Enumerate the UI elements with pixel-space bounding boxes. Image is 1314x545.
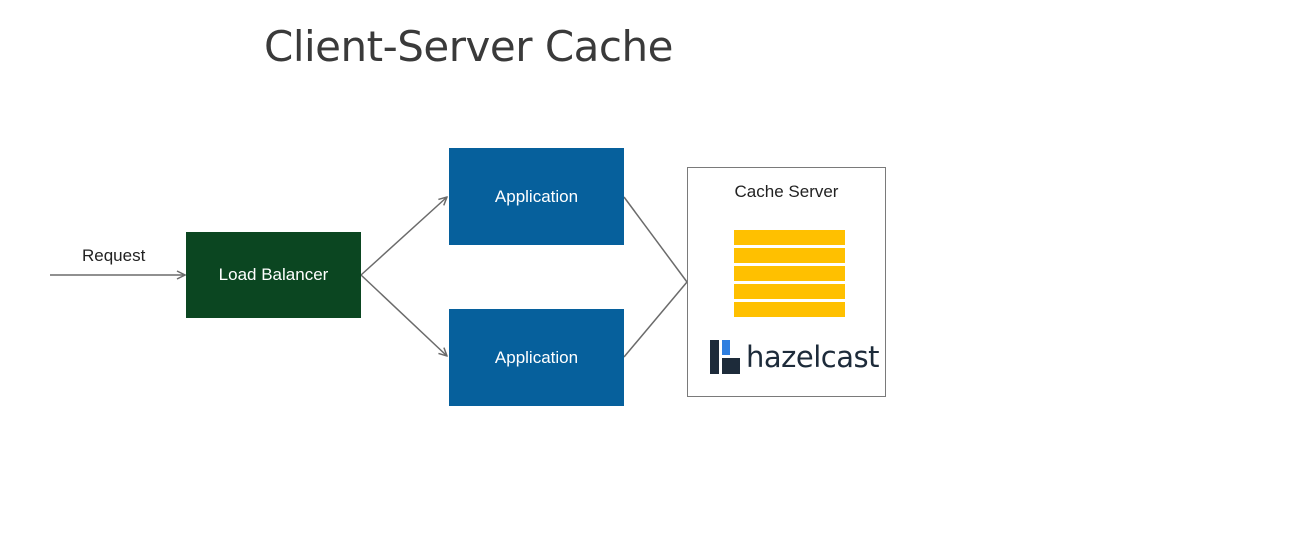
app2-to-cache-line xyxy=(623,281,688,358)
diagram-title: Client-Server Cache xyxy=(264,22,673,71)
application-node-2: Application xyxy=(449,309,624,406)
cache-data-stack xyxy=(734,230,845,320)
cache-stack-row xyxy=(734,266,845,281)
cache-stack-row xyxy=(734,248,845,263)
cache-server-node: Cache Server hazelcast xyxy=(687,167,886,397)
request-label: Request xyxy=(82,246,146,265)
hazelcast-logo-icon xyxy=(710,340,740,374)
cache-stack-row xyxy=(734,230,845,245)
load-balancer-label: Load Balancer xyxy=(218,265,329,284)
application-label: Application xyxy=(494,186,579,206)
lb-to-app2-arrow xyxy=(360,274,447,356)
hazelcast-logo: hazelcast xyxy=(710,340,879,374)
hazelcast-logo-text: hazelcast xyxy=(746,340,879,374)
load-balancer-node: Load Balancer xyxy=(186,232,361,318)
application-node-1: Application xyxy=(449,148,624,245)
app1-to-cache-line xyxy=(623,196,688,283)
cache-stack-row xyxy=(734,302,845,317)
lb-to-app1-arrow xyxy=(360,197,447,276)
cache-stack-row xyxy=(734,284,845,299)
cache-server-label: Cache Server xyxy=(734,182,839,201)
application-label: Application xyxy=(494,347,579,367)
